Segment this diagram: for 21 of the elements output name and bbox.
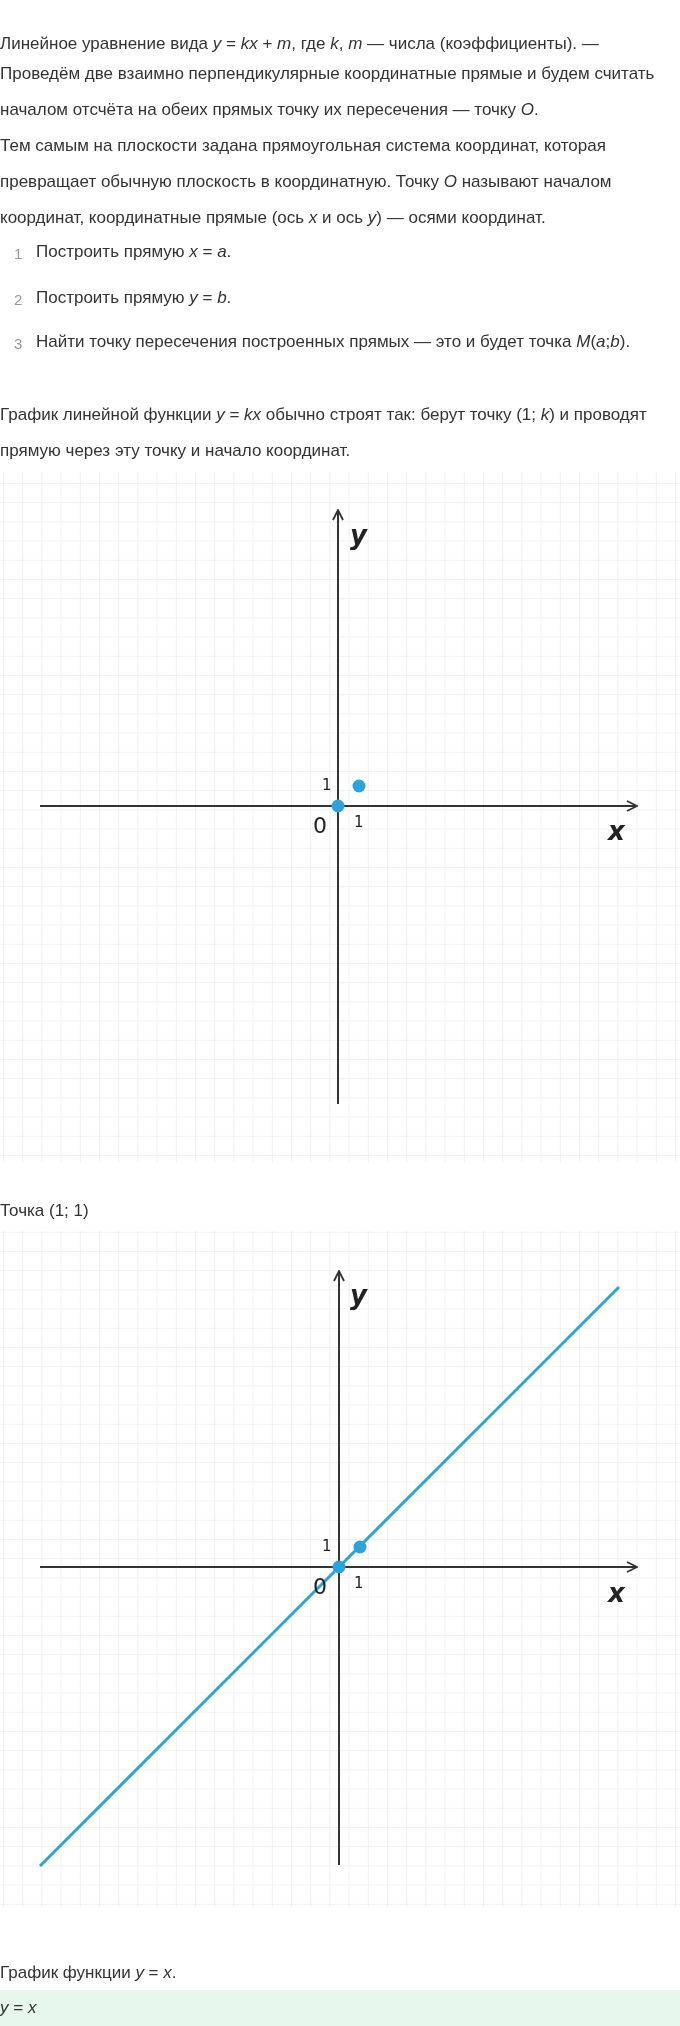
tick-label: 1 [322,1539,332,1554]
list-number: 1 [14,244,23,264]
list-number: 3 [14,334,23,354]
axis-label: x [608,818,625,844]
list-item-text: Построить прямую y = b. [36,287,233,309]
paragraph: Тем самым на плоскости задана прямоугольная система координат, которая превращает обычную плоскость в координатную. Точку O называют началом координат, координатные прямые (ось x и ось y) — осями координат. [0,135,613,229]
paragraph: Проведём две взаимно перпендикулярные координатные прямые и будем считать началом отсчёта на обеих прямых точку их пересечения — точку O. [0,63,656,121]
axis-label: x [608,1580,625,1606]
list-item-text: Найти точку пересечения построенных прямых — это и будет точка M(a;b). [36,331,632,353]
axis-label: y [350,522,367,548]
list-item-text: Построить прямую x = a. [36,241,233,263]
tick-label: 1 [354,1576,364,1591]
tick-label: 1 [354,815,364,830]
tick-label: 1 [322,778,332,793]
paragraph: Линейное уравнение вида y = kx + m, где k, m — числа (коэффициенты). — [0,33,600,55]
axis-label: y [350,1282,367,1308]
origin-label: 0 [313,815,327,837]
caption: График функции y = x. [0,1962,178,1984]
caption: Точка (1; 1) [0,1200,90,1222]
list-number: 2 [14,290,23,310]
paragraph: График линейной функции y = kx обычно строят так: берут точку (1; k) и проводят прямую через эту точку и начало координат. [0,404,648,462]
